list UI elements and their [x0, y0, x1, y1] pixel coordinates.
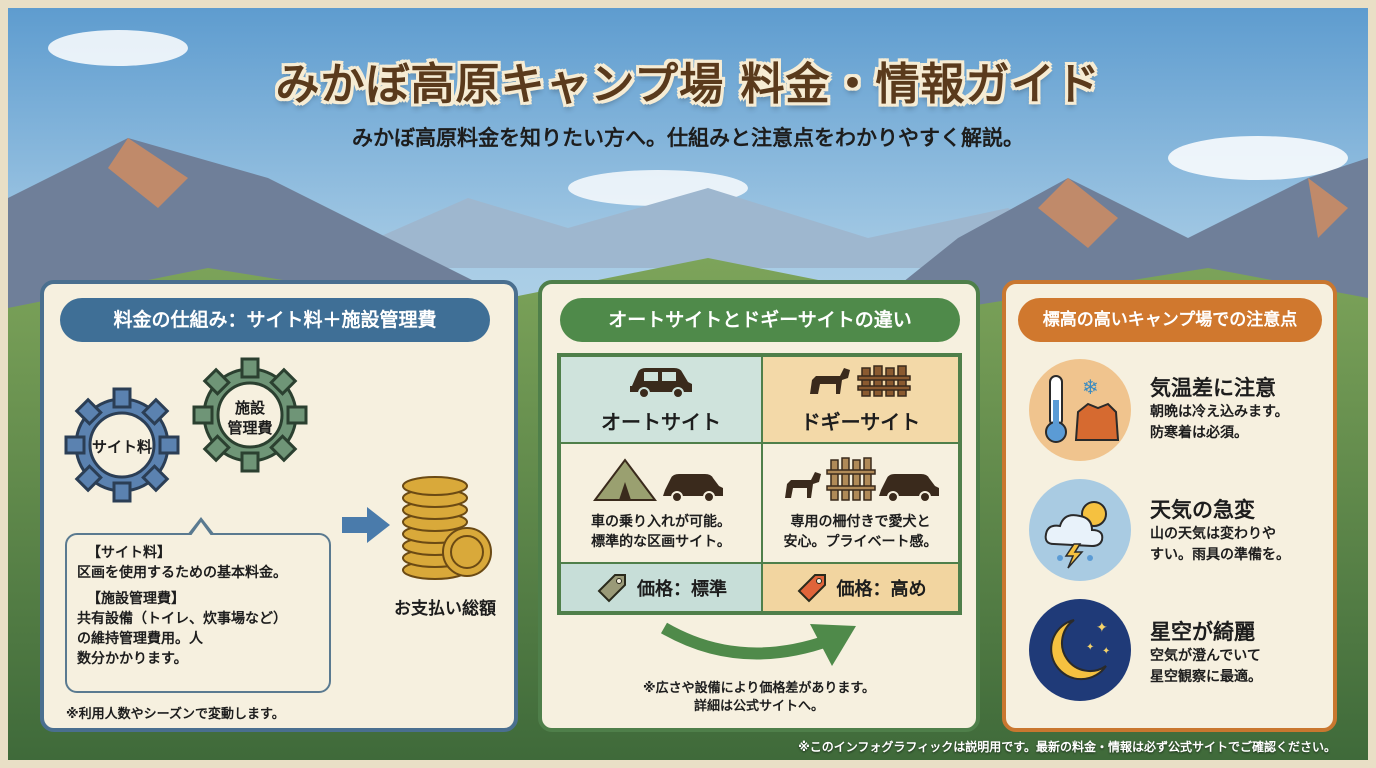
- tip-temperature-line2: 防寒着は必須。: [1150, 425, 1248, 441]
- tip-temperature-line1: 朝晩は冷え込みます。: [1150, 404, 1289, 420]
- moon-stars-icon: ✦✦✦: [1050, 619, 1110, 681]
- gear-facility-fee-line1: 施設: [234, 399, 265, 417]
- page-subtitle: みかぼ高原料金を知りたい方へ。仕組みと注意点をわかりやすく解説。: [352, 126, 1024, 150]
- fee-explanation-callout: 【サイト料】 区画を使用するための基本料金。 【施設管理費】 共有設備（トイレ、…: [65, 517, 331, 693]
- tip-weather-line1: 山の天気は変わりや: [1150, 526, 1276, 542]
- auto-site-price-label: 価格：標準: [637, 578, 727, 600]
- total-payment-label: お支払い総額: [394, 599, 496, 619]
- gear-facility-fee-line2: 管理費: [227, 419, 273, 437]
- coin-stack-icon: [402, 476, 492, 580]
- storm-cloud-icon: [1044, 501, 1107, 569]
- svg-text:✦: ✦: [1096, 620, 1108, 636]
- dog-site-price-label: 価格：高め: [836, 578, 927, 600]
- comparison-table: オートサイト ドギーサイト 車の乗り入れが可能。標準的な区画サイト。 専用の柵付…: [557, 353, 962, 615]
- dog-site-header: ドギーサイト: [762, 356, 959, 443]
- tip-weather-title: 天気の急変: [1150, 498, 1255, 522]
- dog-site-desc-line1: 専用の柵付きで愛犬と: [790, 514, 931, 530]
- site-fee-description: 区画を使用するための基本料金。: [77, 565, 287, 581]
- page-title: みかぼ高原キャンプ場 料金・情報ガイド: [275, 59, 1101, 110]
- svg-text:✦: ✦: [1102, 646, 1110, 657]
- auto-site-header: オートサイト: [560, 356, 762, 443]
- dog-site-price: 価格：高め: [762, 563, 959, 612]
- tip-weather-line2: すい。雨具の準備を。: [1150, 547, 1290, 563]
- starry-sky-circle: ✦✦✦: [1029, 599, 1131, 701]
- site-comparison-heading: オートサイトとドギーサイトの違い: [560, 298, 960, 342]
- dog-site-desc-line2: 安心。プライベート感。: [783, 534, 938, 550]
- price-difference-note: ※広さや設備により価格差があります。詳細は公式サイトへ。: [540, 680, 978, 716]
- auto-site-name: オートサイト: [601, 410, 721, 434]
- fee-variation-note: ※利用人数やシーズンで変動します。: [66, 707, 285, 722]
- tip-starry-sky: 星空が綺麗 空気が澄んでいて 星空観察に最適。: [1150, 616, 1262, 688]
- tip-starry-sky-line2: 星空観察に最適。: [1150, 669, 1262, 685]
- dog-fence-icon: [809, 365, 911, 397]
- gear-icon: [190, 355, 310, 475]
- temperature-circle: ❄: [1029, 359, 1131, 461]
- gear-facility-fee-label: 施設管理費: [215, 398, 285, 438]
- thermometer-jacket-icon: ❄: [1045, 375, 1120, 443]
- dog-site-name: ドギーサイト: [800, 410, 921, 434]
- tip-temperature-title: 気温差に注意: [1150, 376, 1276, 400]
- car-icon: [630, 368, 692, 398]
- price-tag-icon: [797, 573, 826, 602]
- gear-site-fee-label: サイト料: [92, 438, 153, 456]
- price-note-line1: ※広さや設備により価格差があります。: [642, 681, 876, 696]
- arrow-right-icon: [342, 507, 390, 543]
- site-fee-heading: 【サイト料】: [87, 545, 171, 561]
- facility-fee-line3: 数分かかります。: [77, 651, 188, 667]
- facility-fee-heading: 【施設管理費】: [87, 591, 185, 607]
- price-tag-icon: [597, 573, 626, 602]
- tip-starry-sky-title: 星空が綺麗: [1150, 620, 1255, 644]
- high-altitude-tips-heading: 標高の高いキャンプ場での注意点: [1018, 298, 1322, 342]
- tent-car-icon: [593, 458, 723, 503]
- price-note-line2: 詳細は公式サイトへ。: [693, 699, 824, 714]
- auto-site-desc-line2: 標準的な区画サイト。: [591, 534, 731, 550]
- footer-disclaimer: ※このインフォグラフィックは説明用です。最新の料金・情報は必ず公式サイトでご確認…: [798, 740, 1336, 754]
- fee-structure-heading: 料金の仕組み：サイト料＋施設管理費: [60, 298, 490, 342]
- tip-starry-sky-line1: 空気が澄んでいて: [1150, 648, 1261, 664]
- tip-temperature: 気温差に注意 朝晩は冷え込みます。 防寒着は必須。: [1150, 372, 1289, 444]
- svg-text:❄: ❄: [1082, 375, 1099, 399]
- weather-circle: [1029, 479, 1131, 581]
- dog-fence-car-icon: [784, 457, 939, 503]
- tip-weather: 天気の急変 山の天気は変わりや すい。雨具の準備を。: [1150, 494, 1290, 566]
- auto-site-price: 価格：標準: [560, 563, 762, 612]
- auto-site-desc-line1: 車の乗り入れが可能。: [591, 514, 731, 530]
- facility-fee-line1: 共有設備（トイレ、炊事場など）: [77, 611, 287, 627]
- facility-fee-line2: の維持管理費用。人: [77, 631, 203, 647]
- dog-site-description: 専用の柵付きで愛犬と安心。プライベート感。: [762, 443, 959, 563]
- auto-site-description: 車の乗り入れが可能。標準的な区画サイト。: [560, 443, 762, 563]
- gear-icon: [62, 385, 182, 505]
- curved-arrow-icon: [660, 622, 856, 666]
- svg-text:✦: ✦: [1086, 642, 1094, 653]
